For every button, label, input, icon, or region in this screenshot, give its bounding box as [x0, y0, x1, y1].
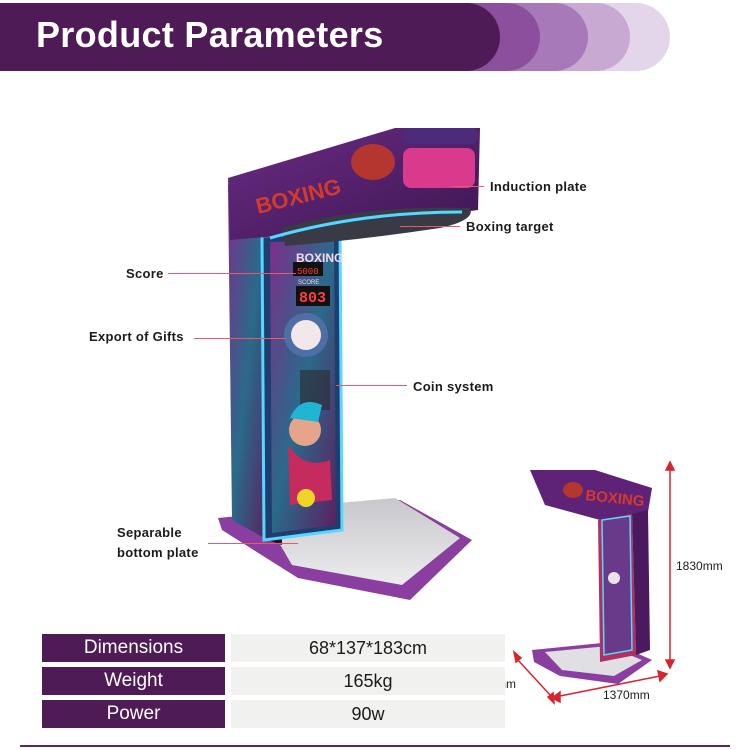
header-banner: Product Parameters [0, 0, 750, 80]
spec-value: 68*137*183cm [231, 634, 505, 662]
callout-coin-system: Coin system [413, 379, 494, 394]
header-band [0, 3, 500, 71]
depth-arrow [516, 658, 552, 697]
small-machine-logo: BOXING [585, 487, 646, 510]
dimension-arrows [512, 460, 676, 706]
bottom-divider [20, 745, 730, 747]
boxer-artwork [288, 401, 332, 507]
callout-line [194, 338, 286, 339]
callout-line [208, 543, 298, 544]
width-arrow [554, 675, 661, 698]
score-display-screen [296, 286, 330, 306]
display-top-screen [293, 262, 323, 276]
spec-label: Weight [42, 667, 225, 695]
spec-value: 165kg [231, 667, 505, 695]
callout-line [336, 385, 407, 386]
dimension-height: 1830mm [676, 559, 723, 573]
callout-bottom-plate-line2: bottom plate [117, 545, 199, 560]
callout-boxing-target: Boxing target [466, 219, 554, 234]
display-logo: BOXING [296, 251, 343, 265]
machine-head [228, 128, 480, 246]
page-title: Product Parameters [36, 14, 384, 55]
callout-score: Score [126, 266, 164, 281]
spec-value: 90w [231, 700, 505, 728]
spec-label: Dimensions [42, 634, 225, 662]
display-score-value: 803 [299, 290, 326, 307]
callout-line [168, 273, 296, 274]
callout-line [452, 186, 484, 187]
callout-bottom-plate-line1: Separable [117, 525, 182, 540]
display-top-value: 5000 [297, 267, 319, 277]
small-machine: BOXING [530, 470, 652, 684]
gift-port [284, 313, 328, 357]
callout-induction-plate: Induction plate [490, 179, 587, 194]
spec-label: Power [42, 700, 225, 728]
dimension-width: 1370mm [603, 688, 650, 702]
callout-line [400, 226, 460, 227]
callout-export-gifts: Export of Gifts [89, 329, 184, 344]
display-score-label: SCORE [298, 280, 319, 286]
